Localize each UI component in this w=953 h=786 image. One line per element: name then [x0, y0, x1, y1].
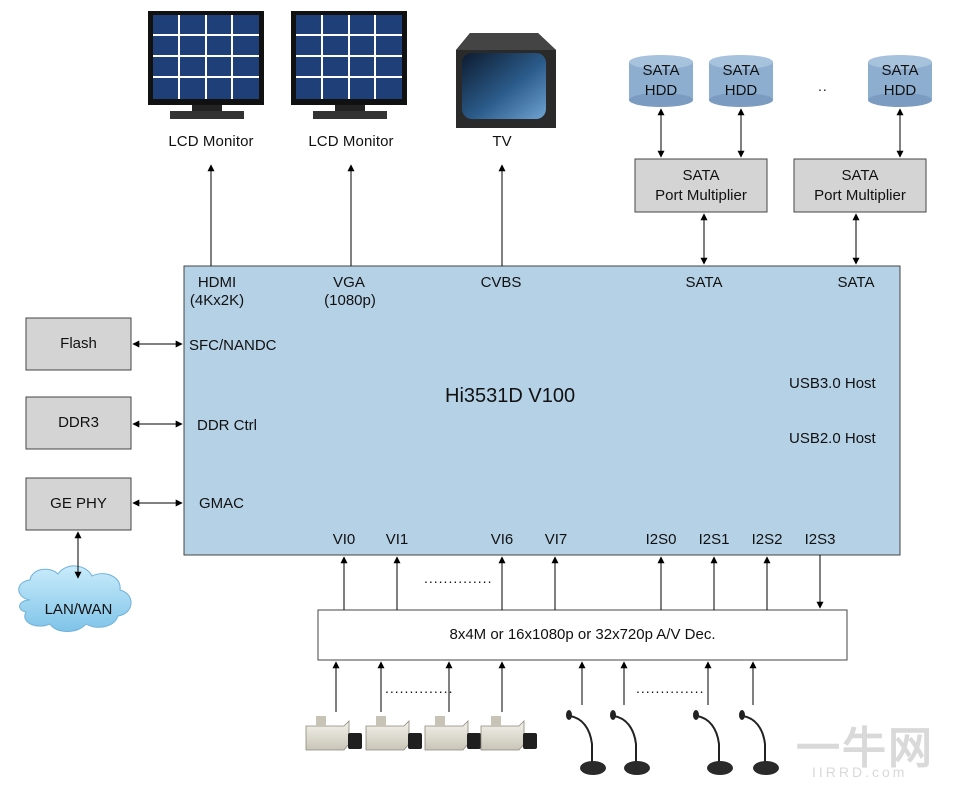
port-vga: VGA [333, 274, 365, 291]
camera-2-icon [365, 716, 422, 751]
lcd-monitor-1-icon [148, 11, 264, 119]
port-multiplier-2-line2: Port Multiplier [814, 187, 906, 204]
camera-3-icon [424, 716, 481, 751]
port-ddr-ctrl: DDR Ctrl [197, 417, 257, 434]
sata-hdd-3-icon [868, 55, 932, 107]
port-sfc-nandc: SFC/NANDC [189, 337, 277, 354]
tv-label: TV [492, 133, 512, 150]
vi-ellipsis: .............. [424, 570, 493, 586]
lan-wan-label: LAN/WAN [44, 601, 113, 618]
port-usb3-host: USB3.0 Host [789, 375, 876, 392]
port-vi1: VI1 [385, 531, 409, 548]
port-multiplier-2-line1: SATA [841, 167, 879, 184]
lan-wan-cloud-icon [18, 565, 132, 632]
port-multiplier-1-line2: Port Multiplier [655, 187, 747, 204]
ddr3-label: DDR3 [58, 414, 99, 431]
port-i2s1: I2S1 [698, 531, 730, 548]
av-decoder-box [317, 609, 848, 661]
port-multiplier-1-box [634, 158, 768, 213]
port-usb2-host: USB2.0 Host [789, 430, 876, 447]
port-vga-resolution: (1080p) [324, 292, 376, 309]
mic-ellipsis: .............. [636, 680, 705, 696]
port-vi0: VI0 [332, 531, 356, 548]
sata-hdd-3-line2: HDD [883, 82, 917, 99]
sata-hdd-1-icon [629, 55, 693, 107]
sata-hdd-2-line1: SATA [722, 62, 760, 79]
camera-ellipsis: .............. [385, 680, 454, 696]
port-sata-2: SATA [837, 274, 875, 291]
ge-phy-box [25, 477, 132, 531]
port-gmac: GMAC [199, 495, 244, 512]
sata-hdd-1-line2: HDD [644, 82, 678, 99]
hi3531d-chip-box [183, 265, 901, 556]
sata-hdd-1-line1: SATA [642, 62, 680, 79]
tv-icon [456, 33, 556, 128]
port-hdmi-resolution: (4Kx2K) [189, 292, 245, 309]
port-i2s0: I2S0 [645, 531, 677, 548]
lcd-monitor-1-label: LCD Monitor [168, 133, 254, 150]
port-i2s3: I2S3 [804, 531, 836, 548]
sata-hdd-2-label: SATA HDD [709, 61, 773, 101]
chip-title: Hi3531D V100 [445, 385, 576, 407]
sata-hdd-3-line1: SATA [881, 62, 919, 79]
watermark-logo: 一牛网 [796, 724, 934, 773]
ddr3-box [25, 396, 132, 450]
microphone-2-icon [610, 710, 650, 775]
port-vi6: VI6 [490, 531, 514, 548]
port-i2s2: I2S2 [751, 531, 783, 548]
port-cvbs: CVBS [480, 274, 522, 291]
sata-hdd-3-label: SATA HDD [868, 61, 932, 101]
microphone-1-icon [566, 710, 606, 775]
ge-phy-label: GE PHY [50, 495, 107, 512]
microphone-3-icon [693, 710, 733, 775]
port-vi7: VI7 [544, 531, 568, 548]
camera-1-icon [305, 716, 362, 751]
camera-4-icon [480, 716, 537, 751]
port-multiplier-2-label: SATA Port Multiplier [794, 166, 926, 206]
sata-hdd-1-label: SATA HDD [629, 61, 693, 101]
sata-hdd-2-line2: HDD [724, 82, 758, 99]
av-decoder-label: 8x4M or 16x1080p or 32x720p A/V Dec. [449, 626, 716, 643]
port-hdmi: HDMI [197, 274, 237, 291]
lcd-monitor-2-label: LCD Monitor [308, 133, 394, 150]
port-multiplier-1-label: SATA Port Multiplier [635, 166, 767, 206]
sata-hdd-2-icon [709, 55, 773, 107]
watermark-url: IIRRD.com [812, 764, 908, 780]
flash-label: Flash [60, 335, 97, 352]
hdd-ellipsis: .. [818, 78, 828, 94]
lcd-monitor-2-icon [291, 11, 407, 119]
port-sata-1: SATA [685, 274, 723, 291]
connection-lines [74, 108, 904, 712]
microphone-4-icon [739, 710, 779, 775]
port-multiplier-2-box [793, 158, 927, 213]
port-multiplier-1-line1: SATA [682, 167, 720, 184]
flash-box [25, 317, 132, 371]
